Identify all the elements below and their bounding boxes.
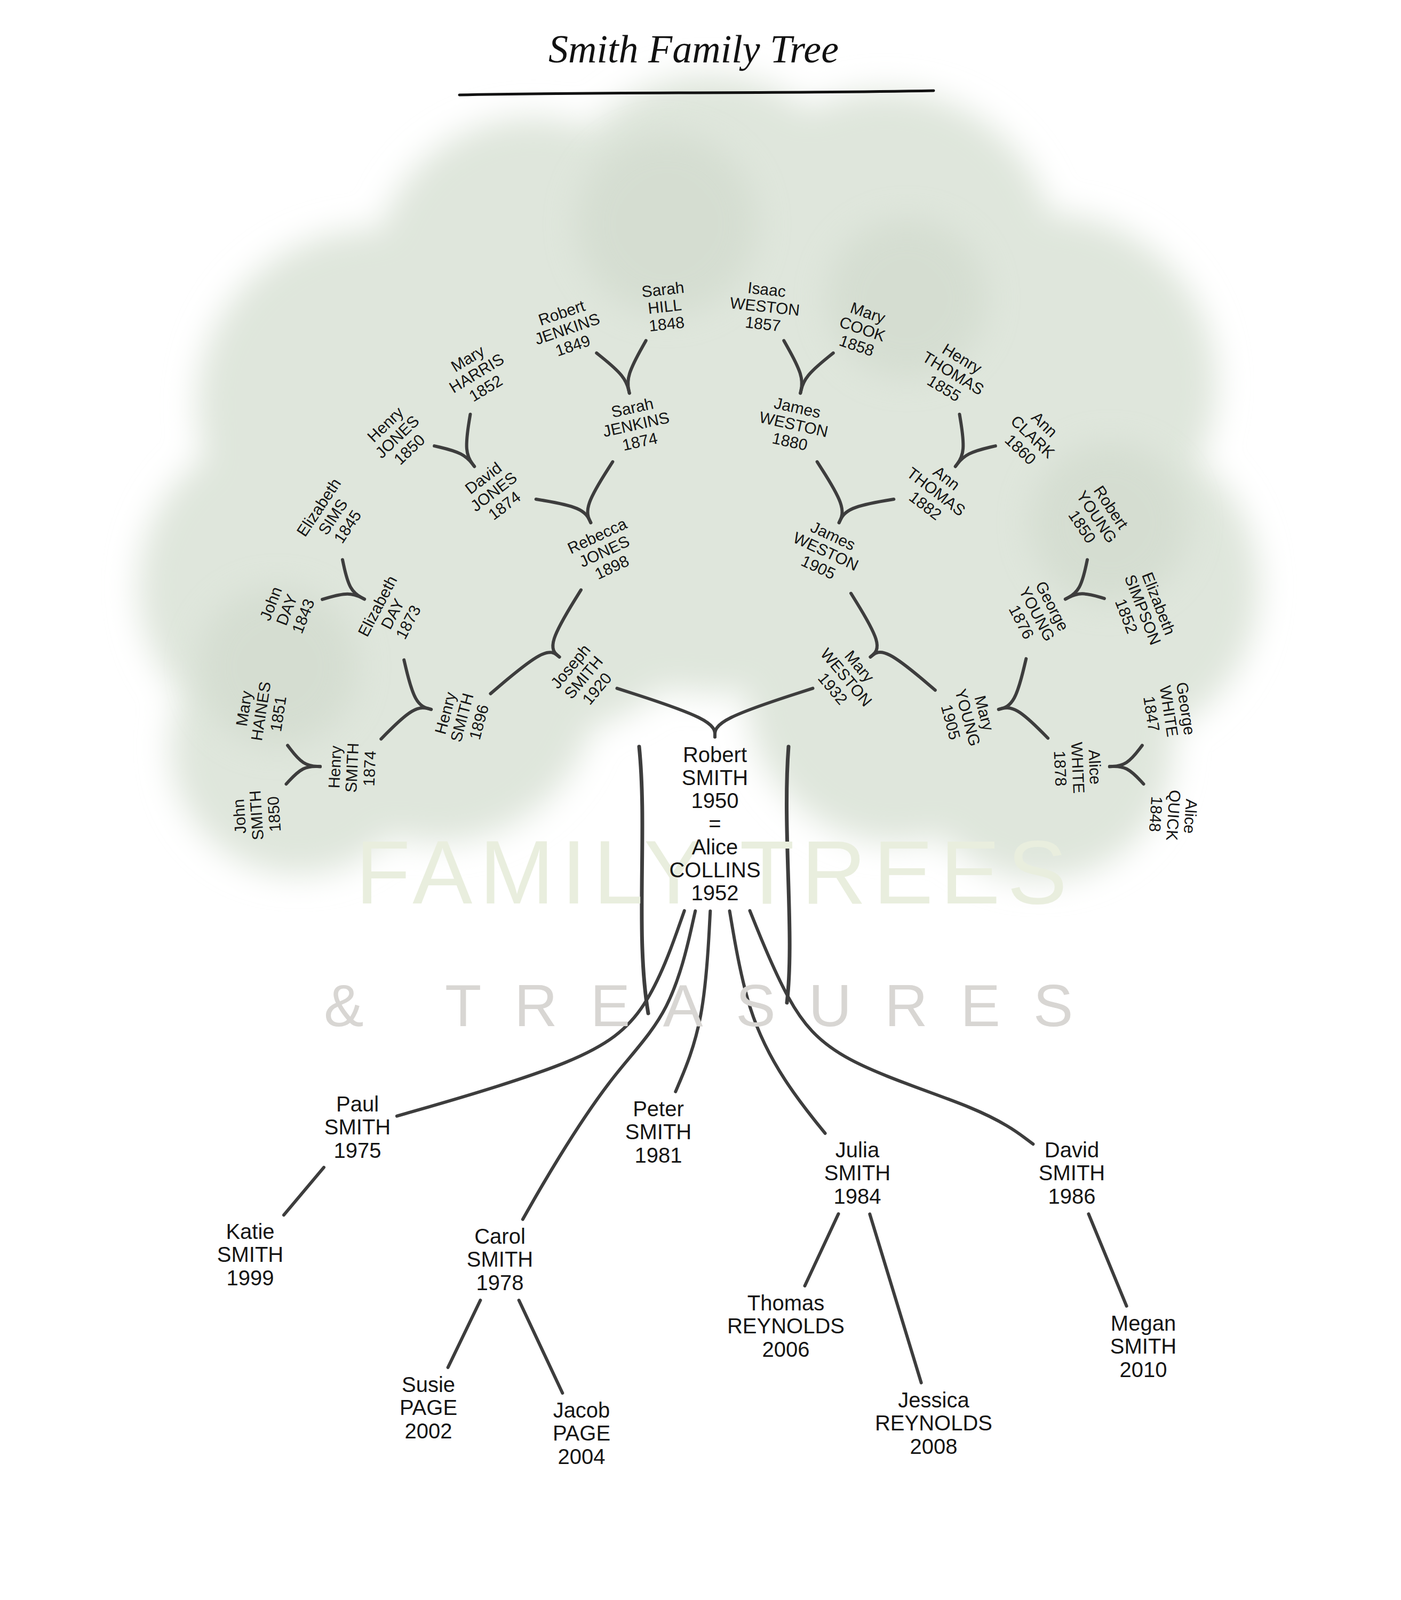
family-branch	[955, 446, 996, 467]
family-branch	[627, 340, 647, 394]
person-node: David SMITH 1986	[1036, 1136, 1108, 1211]
person-node: Peter SMITH 1981	[623, 1095, 694, 1170]
family-branch	[869, 1214, 921, 1383]
family-branch	[870, 652, 936, 691]
person-name: Susie PAGE 2002	[399, 1373, 458, 1444]
family-branch	[800, 353, 834, 394]
family-branch	[616, 688, 715, 738]
person-name: Isaac WESTON 1857	[727, 277, 803, 337]
person-node: Henry SMITH 1874	[323, 739, 382, 797]
person-name: Alice COLLINS 1952	[669, 836, 761, 906]
person-name: Carol SMITH 1978	[466, 1225, 533, 1295]
person-node: Alice WHITE 1878	[1048, 738, 1108, 798]
person-name: Robert SMITH 1950	[669, 743, 761, 814]
person-name: Alice WHITE 1878	[1050, 741, 1105, 795]
family-branch	[596, 353, 630, 394]
person-name: David SMITH 1986	[1038, 1139, 1105, 1209]
couple-node: Robert SMITH 1950=Alice COLLINS 1952	[666, 741, 763, 907]
family-branch	[1065, 593, 1105, 600]
person-node: Paul SMITH 1975	[322, 1091, 393, 1165]
family-branch	[1109, 745, 1143, 768]
person-node: John SMITH 1850	[227, 786, 288, 845]
person-node: Carol SMITH 1978	[464, 1223, 536, 1297]
family-branch	[804, 1214, 839, 1287]
person-name: Paul SMITH 1975	[324, 1093, 391, 1163]
family-branch	[714, 688, 814, 738]
title-underline	[459, 90, 934, 95]
person-name: Katie SMITH 1999	[217, 1220, 284, 1291]
family-branch	[342, 559, 365, 600]
family-branch	[403, 659, 432, 710]
person-name: George WHITE 1847	[1138, 680, 1198, 742]
person-node: Jacob PAGE 2004	[550, 1397, 613, 1471]
person-name: Julia SMITH 1984	[824, 1139, 891, 1209]
person-name: Megan SMITH 2010	[1110, 1312, 1177, 1382]
person-node: George WHITE 1847	[1136, 678, 1201, 745]
person-name: Henry SMITH 1874	[325, 742, 380, 794]
canopy-shade	[197, 133, 1190, 747]
person-node: Katie SMITH 1999	[215, 1218, 286, 1293]
person-name: Jacob PAGE 2004	[552, 1399, 611, 1469]
watermark-text: & TREASURES	[323, 971, 1106, 1041]
person-name: Alice QUICK 1848	[1145, 788, 1201, 843]
person-name: John SMITH 1850	[229, 789, 285, 842]
person-node: Julia SMITH 1984	[822, 1136, 893, 1211]
family-branch	[283, 1167, 324, 1216]
person-name: Jessica REYNOLDS 2008	[874, 1389, 993, 1459]
family-branch	[286, 766, 321, 785]
family-branch	[817, 462, 843, 523]
person-node: Thomas REYNOLDS 2006	[725, 1290, 847, 1364]
person-node: Isaac WESTON 1857	[725, 274, 806, 339]
person-node: Alice QUICK 1848	[1142, 786, 1203, 846]
family-branch	[536, 499, 592, 523]
family-branch	[490, 652, 560, 694]
family-branch	[998, 707, 1048, 739]
family-branch	[587, 462, 614, 523]
family-branch	[1088, 1214, 1127, 1307]
family-branch	[519, 1300, 563, 1394]
family-branch	[466, 414, 475, 467]
person-name: Henry SMITH 1896	[431, 687, 495, 749]
person-name: Peter SMITH 1981	[625, 1097, 692, 1168]
family-branch	[380, 707, 432, 739]
family-branch	[998, 658, 1026, 710]
family-branch	[850, 593, 878, 658]
family-branch	[522, 911, 696, 1220]
person-name: Mary HAINES 1851	[231, 677, 292, 745]
person-node: Megan SMITH 2010	[1108, 1310, 1179, 1384]
person-node: Jessica REYNOLDS 2008	[872, 1387, 995, 1461]
family-branch	[1109, 766, 1144, 785]
family-branch	[839, 499, 895, 523]
person-node: Sarah HILL 1848	[638, 276, 692, 338]
person-name: =	[669, 812, 761, 836]
title-text: Smith Family Tree	[548, 26, 839, 73]
person-node: Susie PAGE 2002	[397, 1371, 460, 1446]
person-node: Mary HAINES 1851	[228, 675, 294, 747]
family-branch	[448, 1300, 481, 1368]
family-branch	[783, 340, 802, 394]
canopy-wash	[138, 74, 1260, 881]
person-name: Thomas REYNOLDS 2006	[727, 1292, 845, 1362]
person-name: Sarah HILL 1848	[640, 279, 689, 336]
family-branch	[287, 745, 321, 768]
